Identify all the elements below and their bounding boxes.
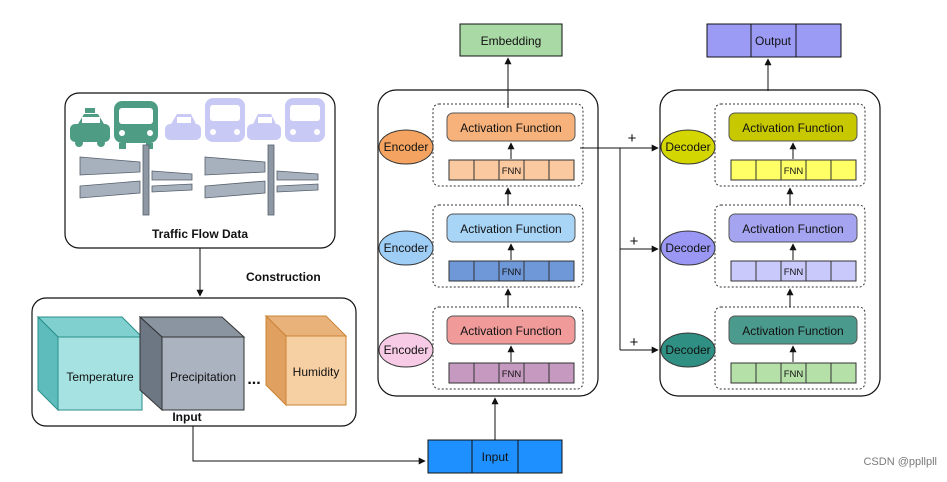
decoder-tag-ellipse <box>660 332 716 368</box>
fnn-cell <box>523 362 550 384</box>
encoder-tag-label: Encoder <box>384 343 429 357</box>
encoder-decoder-connections <box>580 144 659 354</box>
input-block-label: Input <box>482 450 509 464</box>
ellipsis: ... <box>247 371 260 388</box>
bus-icon <box>285 98 325 142</box>
embedding-label: Embedding <box>481 34 542 48</box>
activation-function-label: Activation Function <box>460 222 561 236</box>
fnn-cell <box>730 159 757 181</box>
decoder-tag-ellipse <box>660 230 716 266</box>
fnn-cell <box>548 260 575 282</box>
activation-function-label: Activation Function <box>742 121 843 135</box>
fnn-cell <box>473 159 500 181</box>
traffic-caption: Traffic Flow Data <box>152 227 248 241</box>
temperature-cube: Temperature <box>36 315 144 412</box>
fnn-label: FNN <box>784 166 804 177</box>
fnn-cell <box>730 260 757 282</box>
fnn-label: FNN <box>784 369 804 380</box>
activation-function-box <box>446 112 576 142</box>
cube-label-precipitation: Precipitation <box>170 370 236 384</box>
activation-function-label: Activation Function <box>460 121 561 135</box>
fnn-cell <box>448 159 475 181</box>
bus-icon <box>205 98 245 142</box>
plus-sign: + <box>628 130 637 147</box>
taxi-icon <box>70 108 110 147</box>
decoder-tag-label: Decoder <box>665 241 710 255</box>
plus-sign: + <box>630 233 639 250</box>
activation-function-box <box>446 315 576 345</box>
fnn-cell <box>805 362 832 384</box>
watermark: CSDN @ppllpll <box>863 456 937 468</box>
fnn-cell <box>523 260 550 282</box>
decoder-tag-ellipse <box>660 129 716 165</box>
input-panel-caption: Input <box>172 410 201 424</box>
activation-function-box <box>728 315 858 345</box>
precipitation-cube: Precipitation <box>138 315 246 412</box>
fnn-cell <box>448 260 475 282</box>
cube-label-humidity: Humidity <box>293 365 340 379</box>
encoder-tag-ellipse <box>378 129 434 165</box>
fnn-cell <box>548 362 575 384</box>
cube-label-temperature: Temperature <box>66 370 134 384</box>
fnn-cell <box>830 260 857 282</box>
decoder-tag-label: Decoder <box>665 140 710 154</box>
activation-function-label: Activation Function <box>742 324 843 338</box>
output-block: Output <box>706 23 842 58</box>
arrow-inputpanel-to-inputblock <box>192 426 426 465</box>
fnn-cell <box>473 362 500 384</box>
encoder-tag-label: Encoder <box>384 241 429 255</box>
fnn-cell <box>830 159 857 181</box>
road-lanes-right <box>204 144 319 216</box>
fnn-cell <box>523 159 550 181</box>
fnn-cell <box>730 362 757 384</box>
car-icon <box>247 114 281 140</box>
fnn-cell <box>755 159 782 181</box>
plus-sign: + <box>630 334 639 351</box>
output-label: Output <box>755 34 792 48</box>
encoder-tag-ellipse <box>378 230 434 266</box>
fnn-label: FNN <box>784 267 804 278</box>
activation-function-box <box>728 112 858 142</box>
traffic-flow-panel: Traffic Flow Data <box>64 92 336 249</box>
encoder-tag-ellipse <box>378 332 434 368</box>
fnn-cell <box>448 362 475 384</box>
fnn-cell <box>755 362 782 384</box>
fnn-cell <box>755 260 782 282</box>
encoder-tag-label: Encoder <box>384 140 429 154</box>
embedding-block: Embedding <box>459 23 563 57</box>
road-lanes-left <box>79 144 193 216</box>
car-icon <box>165 114 201 140</box>
bus-icon <box>114 101 158 149</box>
activation-function-box <box>728 213 858 243</box>
input-block: Input <box>427 439 563 474</box>
decoder-tag-label: Decoder <box>665 343 710 357</box>
fnn-cell <box>805 159 832 181</box>
activation-function-label: Activation Function <box>742 222 843 236</box>
input-panel: Temperature Precipitation ... Humidity I… <box>31 297 357 427</box>
construction-label: Construction <box>246 270 321 284</box>
activation-function-box <box>446 213 576 243</box>
fnn-cell <box>805 260 832 282</box>
fnn-cell <box>548 159 575 181</box>
humidity-cube: Humidity <box>264 314 348 407</box>
fnn-label: FNN <box>502 369 522 380</box>
fnn-cell <box>473 260 500 282</box>
fnn-label: FNN <box>502 267 522 278</box>
activation-function-label: Activation Function <box>460 324 561 338</box>
fnn-cell <box>830 362 857 384</box>
fnn-label: FNN <box>502 166 522 177</box>
